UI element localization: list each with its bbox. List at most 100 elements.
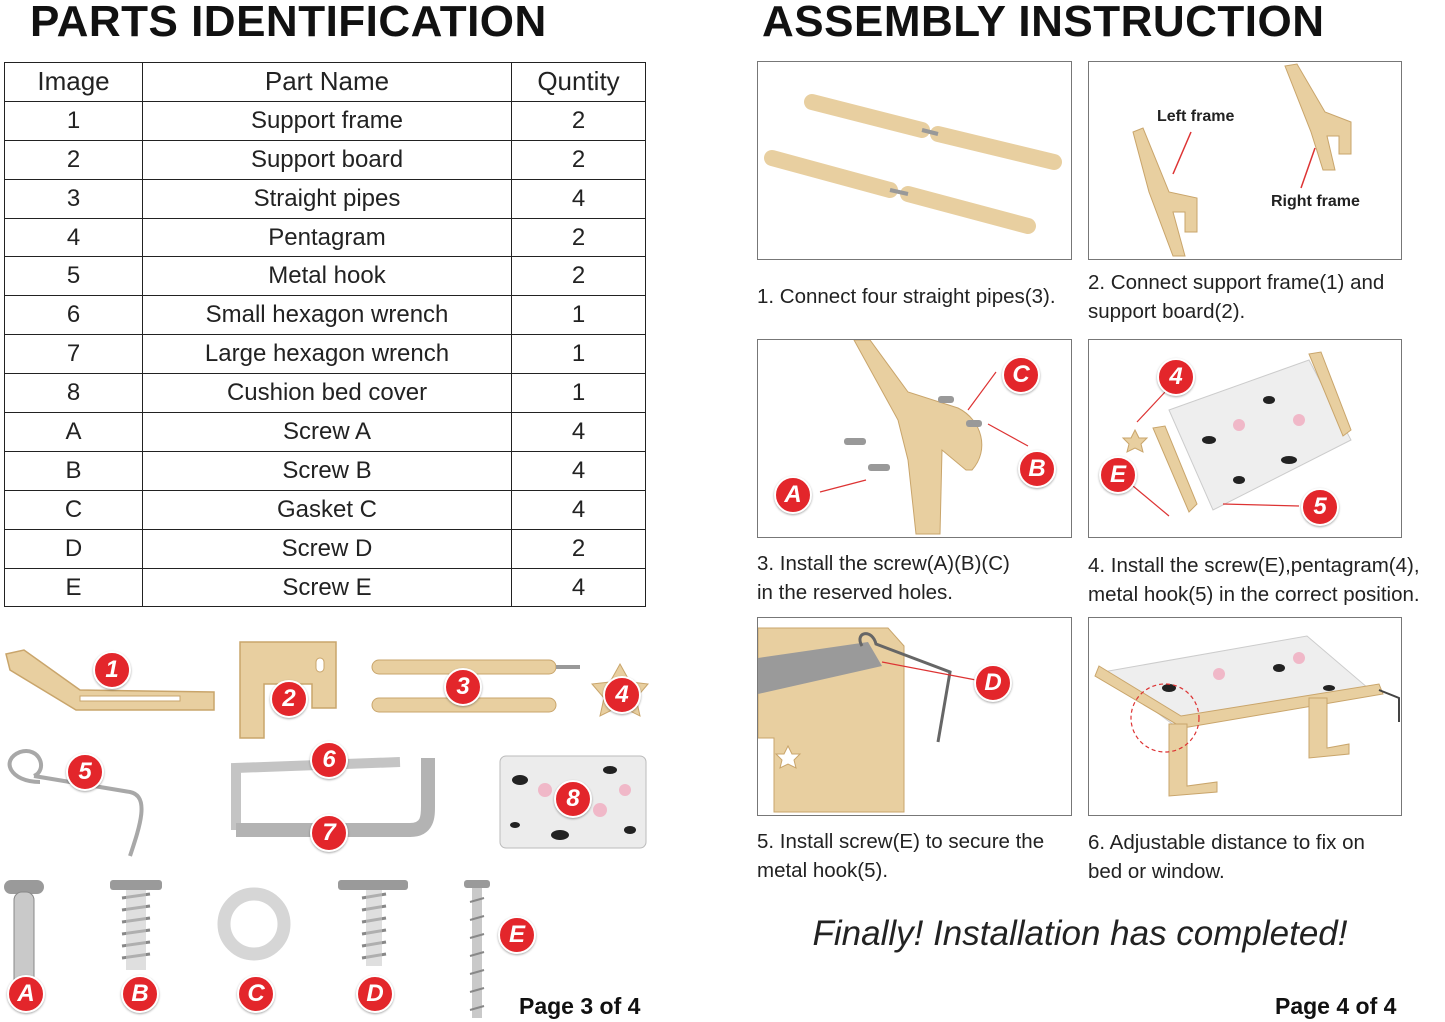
step-6-caption: 6. Adjustable distance to fix on bed or … <box>1088 831 1365 883</box>
step4-badge-5: 5 <box>1301 488 1339 526</box>
cell-part-name: Support frame <box>142 100 512 141</box>
screw-d-drawing <box>338 880 408 890</box>
cell-image: B <box>4 450 143 491</box>
parts-title: PARTS IDENTIFICATION <box>30 0 547 46</box>
right-frame-label: Right frame <box>1271 193 1360 210</box>
frames-illustration <box>1132 63 1352 257</box>
frame-closeup <box>853 340 983 535</box>
cushion-mat <box>1168 359 1352 511</box>
header-part-name: Part Name <box>142 62 512 102</box>
cell-quantity: 1 <box>511 295 646 336</box>
screw-a-drawing <box>4 880 44 894</box>
cell-part-name: Straight pipes <box>142 178 512 219</box>
page-label-right: Page 4 of 4 <box>1275 993 1397 1019</box>
metal-hook-drawing <box>7 749 144 857</box>
cell-image: 6 <box>4 295 143 336</box>
assembly-title: ASSEMBLY INSTRUCTION <box>762 0 1325 46</box>
large-wrench-drawing <box>236 758 435 837</box>
step5-badge-d: D <box>974 664 1012 702</box>
left-frame-label: Left frame <box>1157 108 1235 125</box>
step-4-caption: 4. Install the screw(E),pentagram(4), me… <box>1088 554 1420 606</box>
badge-d: D <box>356 975 394 1013</box>
cell-quantity: 1 <box>511 334 646 375</box>
cell-part-name: Screw E <box>142 567 512 608</box>
step-1-panel <box>757 61 1072 260</box>
step4-badge-e: E <box>1099 456 1137 494</box>
cell-part-name: Support board <box>142 139 512 180</box>
cell-quantity: 4 <box>511 567 646 608</box>
gasket-c-drawing <box>217 887 291 961</box>
cell-quantity: 4 <box>511 178 646 219</box>
completion-message: Finally! Installation has completed! <box>812 914 1348 953</box>
pipe-closeup <box>758 642 882 694</box>
cell-part-name: Screw D <box>142 528 512 569</box>
support-frame-drawing <box>5 649 215 711</box>
badge-7: 7 <box>310 814 348 852</box>
cell-quantity: 2 <box>511 100 646 141</box>
cell-image: 4 <box>4 217 143 258</box>
cell-part-name: Small hexagon wrench <box>142 295 512 336</box>
cell-image: 5 <box>4 256 143 297</box>
cell-image: E <box>4 567 143 608</box>
cell-image: 7 <box>4 334 143 375</box>
step-3-caption: 3. Install the screw(A)(B)(C) in the res… <box>757 552 1010 604</box>
cell-quantity: 1 <box>511 373 646 414</box>
cell-quantity: 2 <box>511 256 646 297</box>
pipes-illustration <box>764 94 1062 234</box>
cell-part-name: Screw B <box>142 450 512 491</box>
cell-image: 2 <box>4 139 143 180</box>
cell-part-name: Gasket C <box>142 489 512 530</box>
badge-b: B <box>121 975 159 1013</box>
badge-4: 4 <box>603 676 641 714</box>
badge-e: E <box>498 916 536 954</box>
badge-5: 5 <box>66 753 104 791</box>
hook-closeup <box>858 632 952 743</box>
step-5-panel: D <box>757 617 1072 816</box>
cell-part-name: Screw A <box>142 412 512 452</box>
cell-image: C <box>4 489 143 530</box>
cell-part-name: Metal hook <box>142 256 512 297</box>
page-label-left: Page 3 of 4 <box>519 993 641 1019</box>
badge-8: 8 <box>554 780 592 818</box>
parts-illustrations <box>4 641 649 1018</box>
step-5-caption: 5. Install screw(E) to secure the metal … <box>757 830 1045 882</box>
cell-quantity: 2 <box>511 528 646 569</box>
step-4-panel: 4 E 5 <box>1088 339 1402 538</box>
cell-image: D <box>4 528 143 569</box>
header-quantity: Quntity <box>511 62 646 102</box>
step-3-panel: C B A <box>757 339 1072 538</box>
step3-badge-b: B <box>1018 450 1056 488</box>
cell-quantity: 2 <box>511 217 646 258</box>
cell-part-name: Large hexagon wrench <box>142 334 512 375</box>
badge-a: A <box>7 975 45 1013</box>
cell-image: 8 <box>4 373 143 414</box>
cell-part-name: Pentagram <box>142 217 512 258</box>
cell-image: A <box>4 412 143 452</box>
step-2-panel: Left frame Right frame <box>1088 61 1402 260</box>
cell-part-name: Cushion bed cover <box>142 373 512 414</box>
badge-6: 6 <box>310 741 348 779</box>
cell-image: 1 <box>4 100 143 141</box>
badge-1: 1 <box>93 651 131 689</box>
screw-e-drawing <box>464 880 490 888</box>
cell-quantity: 4 <box>511 450 646 491</box>
cell-quantity: 4 <box>511 489 646 530</box>
step3-badge-a: A <box>774 476 812 514</box>
step-2-caption: 2. Connect support frame(1) and support … <box>1088 271 1385 323</box>
badge-c: C <box>237 975 275 1013</box>
step-6-panel <box>1088 617 1402 816</box>
table-header-row: Image Part Name Quntity <box>4 62 646 102</box>
screw-b-drawing <box>110 880 162 890</box>
